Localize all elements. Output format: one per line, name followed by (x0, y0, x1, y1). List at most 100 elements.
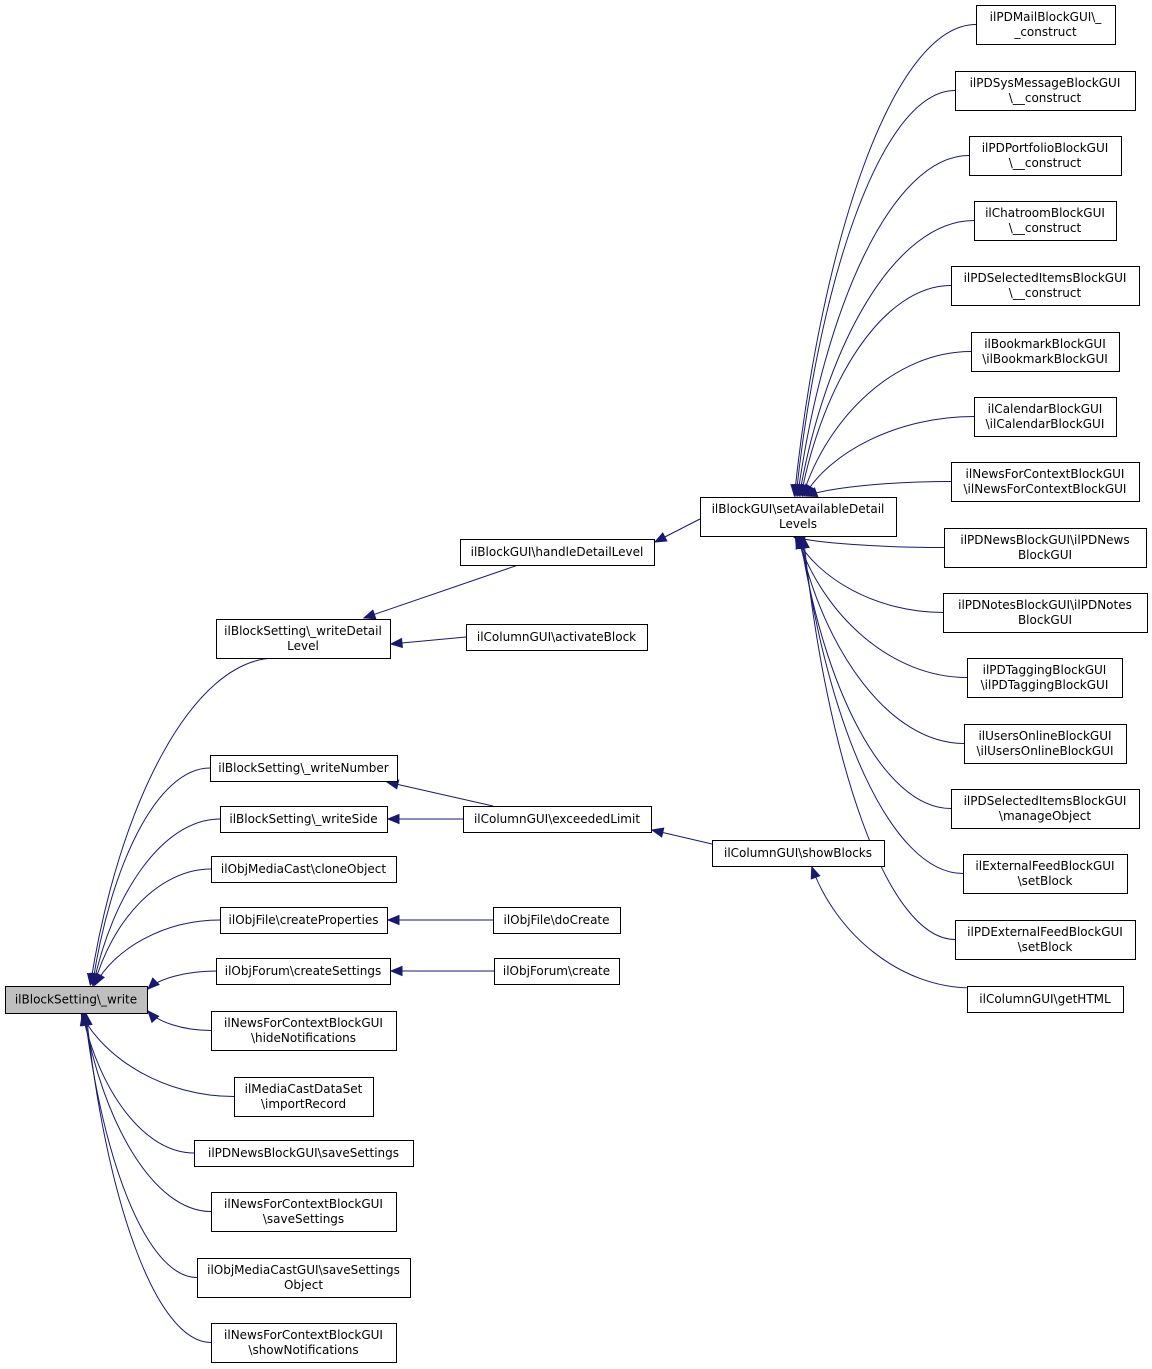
node-colexc[interactable]: ilColumnGUI\exceededLimit (463, 806, 652, 833)
node-nfcss[interactable]: ilNewsForContextBlockGUI\saveSettings (211, 1192, 397, 1232)
node-filecp[interactable]: ilObjFile\createProperties (220, 907, 388, 934)
arrowhead (362, 609, 377, 620)
node-pdnss[interactable]: ilPDNewsBlockGUI\saveSettings (194, 1140, 414, 1167)
node-hdl[interactable]: ilBlockGUI\handleDetailLevel (460, 539, 655, 566)
edge-forumc-to-forumcs (389, 965, 494, 977)
node-box (700, 497, 897, 537)
node-bkm[interactable]: ilBookmarkBlockGUI\ilBookmarkBlockGUI (971, 332, 1120, 372)
node-box (951, 266, 1140, 306)
node-label: ilPDNotesBlockGUI\ilPDNotes (958, 598, 1132, 612)
node-pdnews[interactable]: ilPDNewsBlockGUI\ilPDNewsBlockGUI (944, 528, 1147, 568)
node-pdtag[interactable]: ilPDTaggingBlockGUI\ilPDTaggingBlockGUI (967, 658, 1123, 698)
node-label: ilBlockSetting\_writeSide (229, 812, 377, 826)
node-users[interactable]: ilUsersOnlineBlockGUI\ilUsersOnlineBlock… (964, 724, 1127, 764)
node-box (951, 789, 1140, 829)
node-label: ilColumnGUI\getHTML (979, 992, 1111, 1006)
node-root[interactable]: ilBlockSetting\_write (5, 986, 148, 1014)
edge-line (386, 781, 494, 807)
edge-nfc-to-sadl (804, 481, 952, 497)
node-wside[interactable]: ilBlockSetting\_writeSide (220, 806, 388, 833)
node-filedc[interactable]: ilObjFile\doCreate (493, 907, 621, 934)
node-mcclone[interactable]: ilObjMediaCast\cloneObject (211, 856, 397, 883)
node-label: ilColumnGUI\exceededLimit (474, 812, 640, 826)
node-box (955, 71, 1136, 111)
node-pdsel[interactable]: ilPDSelectedItemsBlockGUI\__construct (951, 266, 1140, 306)
edge-forumcs-to-root (147, 970, 217, 990)
node-pdmail[interactable]: ilPDMailBlockGUI\__construct (976, 5, 1116, 45)
edge-line (805, 481, 952, 497)
node-box (216, 958, 391, 985)
node-label: ilMediaCastDataSet (245, 1082, 363, 1096)
node-label: ilPDPortfolioBlockGUI (982, 141, 1109, 155)
node-label: ilPDSelectedItemsBlockGUI (964, 271, 1127, 285)
edge-line (797, 155, 970, 497)
edge-nfcss-to-root (80, 1012, 212, 1212)
arrowhead (804, 487, 819, 497)
node-box (951, 462, 1140, 502)
node-label: ilPDNewsBlockGUI\ilPDNews (960, 533, 1129, 547)
node-label: ilPDExternalFeedBlockGUI (967, 925, 1123, 939)
node-nfc[interactable]: ilNewsForContextBlockGUI\ilNewsForContex… (951, 462, 1140, 502)
node-nfchide[interactable]: ilNewsForContextBlockGUI\hideNotificatio… (211, 1011, 397, 1051)
edge-filecp-to-root (94, 919, 221, 987)
edge-line (801, 536, 964, 874)
node-label: \ilBookmarkBlockGUI (982, 352, 1108, 366)
edge-pdextfeed-to-sadl (799, 535, 956, 940)
edge-bkm-to-sadl (801, 351, 972, 498)
node-pdport[interactable]: ilPDPortfolioBlockGUI\__construct (969, 136, 1122, 176)
node-label: ilPDSelectedItemsBlockGUI (964, 794, 1127, 808)
node-mcdsimp[interactable]: ilMediaCastDataSet\importRecord (234, 1077, 374, 1117)
node-wnum[interactable]: ilBlockSetting\_writeNumber (210, 755, 398, 782)
node-pdsys[interactable]: ilPDSysMessageBlockGUI\__construct (955, 71, 1136, 111)
edge-nfcshow-to-root (82, 1012, 212, 1343)
node-label: BlockGUI (1018, 613, 1072, 627)
edge-pdnews-to-sadl (792, 534, 945, 548)
node-pdextfeed[interactable]: ilPDExternalFeedBlockGUI\setBlock (955, 920, 1136, 960)
node-extfeed[interactable]: ilExternalFeedBlockGUI\setBlock (963, 854, 1128, 894)
arrowhead (803, 483, 815, 498)
edge-sadl-to-hdl (653, 518, 701, 543)
edge-line (802, 536, 956, 940)
node-label: ilObjForum\createSettings (225, 964, 381, 978)
node-forumcs[interactable]: ilObjForum\createSettings (216, 958, 391, 985)
node-box (967, 986, 1124, 1013)
node-label: ilBlockGUI\handleDetailLevel (471, 545, 644, 559)
node-box (974, 201, 1117, 241)
node-label: ilNewsForContextBlockGUI (224, 1328, 383, 1342)
node-box (493, 907, 621, 934)
edge-wnum-to-root (88, 767, 211, 987)
edge-line (89, 657, 277, 986)
node-box (211, 1323, 397, 1363)
node-colact[interactable]: ilColumnGUI\activateBlock (466, 624, 648, 651)
node-label: ilObjFile\createProperties (229, 913, 379, 927)
edge-chat-to-sadl (796, 220, 975, 498)
node-box (5, 986, 148, 1014)
edge-line (802, 351, 972, 497)
node-label: ilUsersOnlineBlockGUI (978, 729, 1111, 743)
node-colshow[interactable]: ilColumnGUI\showBlocks (712, 840, 885, 867)
node-pdselmo[interactable]: ilPDSelectedItemsBlockGUI\manageObject (951, 789, 1140, 829)
edge-pdnss-to-root (79, 1012, 195, 1154)
node-cal[interactable]: ilCalendarBlockGUI\ilCalendarBlockGUI (974, 397, 1117, 437)
node-label: ilColumnGUI\activateBlock (477, 630, 636, 644)
node-pdnotes[interactable]: ilPDNotesBlockGUI\ilPDNotesBlockGUI (943, 593, 1148, 633)
node-box (943, 593, 1148, 633)
node-label: ilBookmarkBlockGUI (984, 337, 1106, 351)
node-box (463, 806, 652, 833)
node-box (220, 907, 388, 934)
node-label: ilBlockSetting\_writeDetail (224, 624, 382, 638)
node-colhtml[interactable]: ilColumnGUI\getHTML (967, 986, 1124, 1013)
edge-line (796, 536, 968, 678)
node-chat[interactable]: ilChatroomBlockGUI\__construct (974, 201, 1117, 241)
node-forumc[interactable]: ilObjForum\create (494, 958, 620, 985)
edge-line (94, 919, 221, 986)
node-label: ilNewsForContextBlockGUI (224, 1197, 383, 1211)
node-box (210, 755, 398, 782)
node-nfcshow[interactable]: ilNewsForContextBlockGUI\showNotificatio… (211, 1323, 397, 1363)
arrowhead (389, 965, 403, 977)
node-label: \saveSettings (263, 1212, 344, 1226)
edge-line (81, 1013, 195, 1154)
